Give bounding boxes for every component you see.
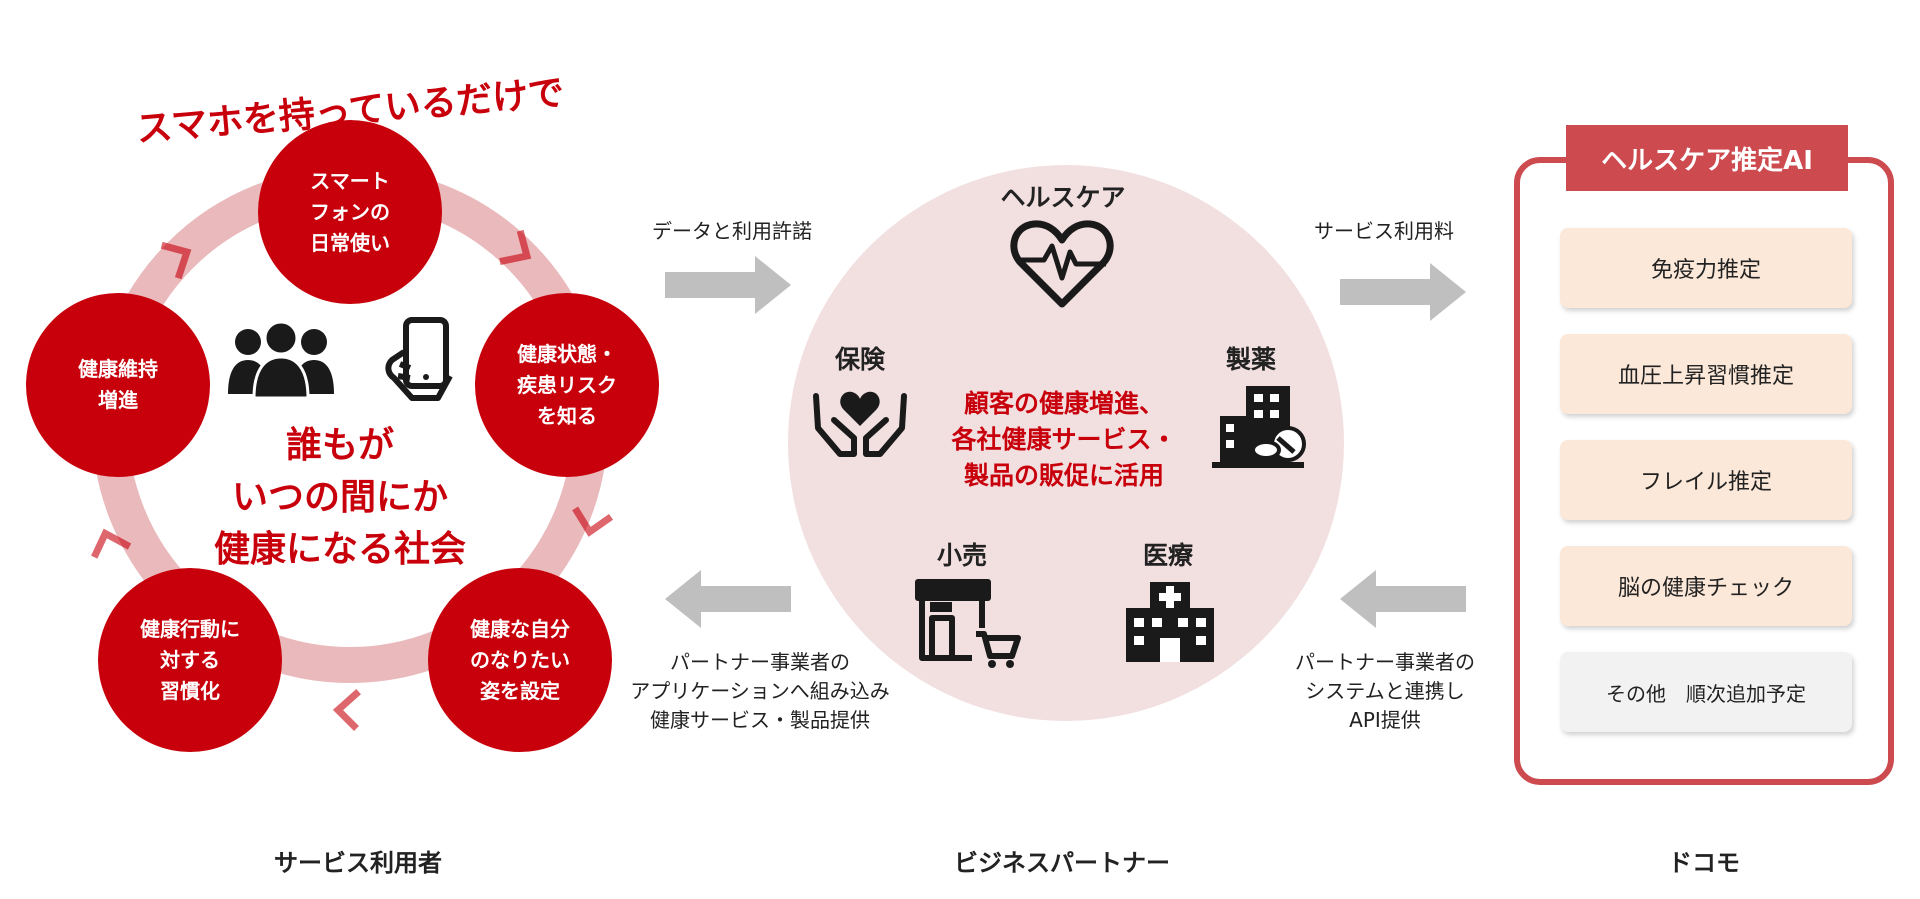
business-partner-label: ビジネスパートナー (954, 849, 1170, 877)
society-goal-text: 誰もが いつの間にか 健康になる社会 (213, 425, 467, 570)
ai-item-blood-pressure: 血圧上昇習慣推定 (1560, 334, 1852, 414)
arrow-left-icon (1340, 570, 1466, 628)
partner-usage-text: 顧客の健康増進、 各社健康サービス・ 製品の販促に活用 (951, 389, 1177, 490)
cycle-step-habit: 健康行動に 対する 習慣化 (98, 568, 282, 752)
flow-label-api-provision: パートナー事業者の システムと連携し API提供 (1295, 650, 1475, 732)
pharma-building-icon (1212, 386, 1306, 468)
category-pharma-label: 製薬 (1225, 345, 1277, 374)
cycle-step-maintain: 健康維持 増進 (26, 293, 210, 477)
arrow-right-icon (665, 256, 791, 314)
people-icon (228, 320, 334, 400)
service-users-label: サービス利用者 (274, 849, 442, 877)
flow-label-app-integration: パートナー事業者の アプリケーションへ組み込み 健康サービス・製品提供 (630, 650, 890, 732)
docomo-label: ドコモ (1668, 849, 1740, 877)
flow-label-data-consent: データと利用許諾 (652, 219, 812, 243)
ai-item-frailty: フレイル推定 (1560, 440, 1852, 520)
hands-heart-icon (813, 391, 907, 457)
ring-chevron-icon (499, 229, 532, 265)
category-medical-label: 医療 (1142, 541, 1194, 570)
heart-pulse-icon (1010, 220, 1114, 308)
ai-item-coming-soon: その他 順次追加予定 (1560, 652, 1852, 732)
ring-chevron-icon (160, 241, 192, 280)
cycle-step-know-risk: 健康状態・ 疾患リスク を知る (475, 293, 659, 477)
store-cart-icon (915, 579, 1021, 668)
arrow-left-icon (665, 570, 791, 628)
category-healthcare-label: ヘルスケア (1000, 183, 1126, 212)
category-retail-label: 小売 (936, 541, 988, 570)
category-insurance-label: 保険 (834, 345, 886, 374)
arrow-right-icon (1340, 263, 1466, 321)
healthcare-ai-title: ヘルスケア推定AI (1566, 125, 1848, 191)
flow-label-service-fee: サービス利用料 (1314, 219, 1454, 243)
smartphone-hand-icon (385, 317, 453, 401)
ring-chevron-icon (332, 689, 361, 731)
ring-chevron-icon (91, 528, 132, 559)
cycle-step-set-goal: 健康な自分 のなりたい 姿を設定 (428, 568, 612, 752)
ai-item-brain-check: 脳の健康チェック (1560, 546, 1852, 626)
hospital-icon (1126, 582, 1214, 662)
cycle-step-daily-use: スマート フォンの 日常使い (258, 120, 442, 304)
ring-chevron-icon (572, 506, 614, 537)
ai-item-immunity: 免疫力推定 (1560, 228, 1852, 308)
